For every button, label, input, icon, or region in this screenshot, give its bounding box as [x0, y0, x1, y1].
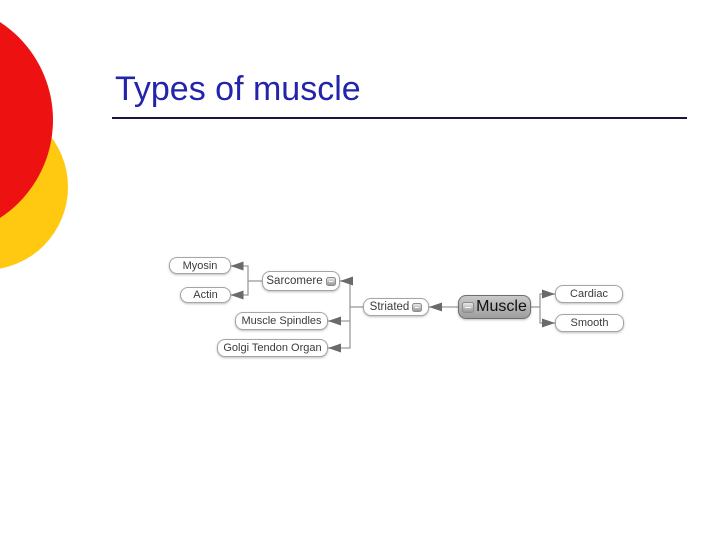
- node-label: Smooth: [570, 317, 609, 329]
- node-label: Muscle: [476, 298, 527, 315]
- node-label: Actin: [193, 289, 218, 301]
- mindmap-node-smooth[interactable]: Smooth: [555, 314, 624, 332]
- collapse-icon[interactable]: [325, 276, 336, 286]
- collapse-icon[interactable]: [462, 301, 475, 313]
- muscle-mindmap: Myosin Actin Sarcomere Muscle Spindles G…: [160, 250, 640, 365]
- node-label: Striated: [369, 301, 410, 313]
- collapse-icon[interactable]: [412, 302, 423, 312]
- mindmap-node-myosin[interactable]: Myosin: [169, 257, 231, 274]
- node-label: Muscle Spindles: [241, 315, 322, 327]
- page-title: Types of muscle: [115, 70, 361, 108]
- mindmap-root-node-muscle[interactable]: Muscle: [458, 295, 531, 319]
- node-label: Sarcomere: [266, 275, 323, 287]
- node-label: Cardiac: [570, 288, 608, 300]
- mindmap-node-golgi-tendon-organ[interactable]: Golgi Tendon Organ: [217, 339, 328, 357]
- mindmap-node-striated[interactable]: Striated: [363, 298, 429, 316]
- mindmap-node-actin[interactable]: Actin: [180, 287, 231, 303]
- mindmap-node-sarcomere[interactable]: Sarcomere: [262, 271, 340, 291]
- mindmap-node-muscle-spindles[interactable]: Muscle Spindles: [235, 312, 328, 330]
- node-label: Golgi Tendon Organ: [223, 342, 322, 354]
- mindmap-connectors: [230, 261, 555, 353]
- node-label: Myosin: [182, 259, 218, 272]
- title-underline: [112, 117, 687, 119]
- mindmap-node-cardiac[interactable]: Cardiac: [555, 285, 623, 303]
